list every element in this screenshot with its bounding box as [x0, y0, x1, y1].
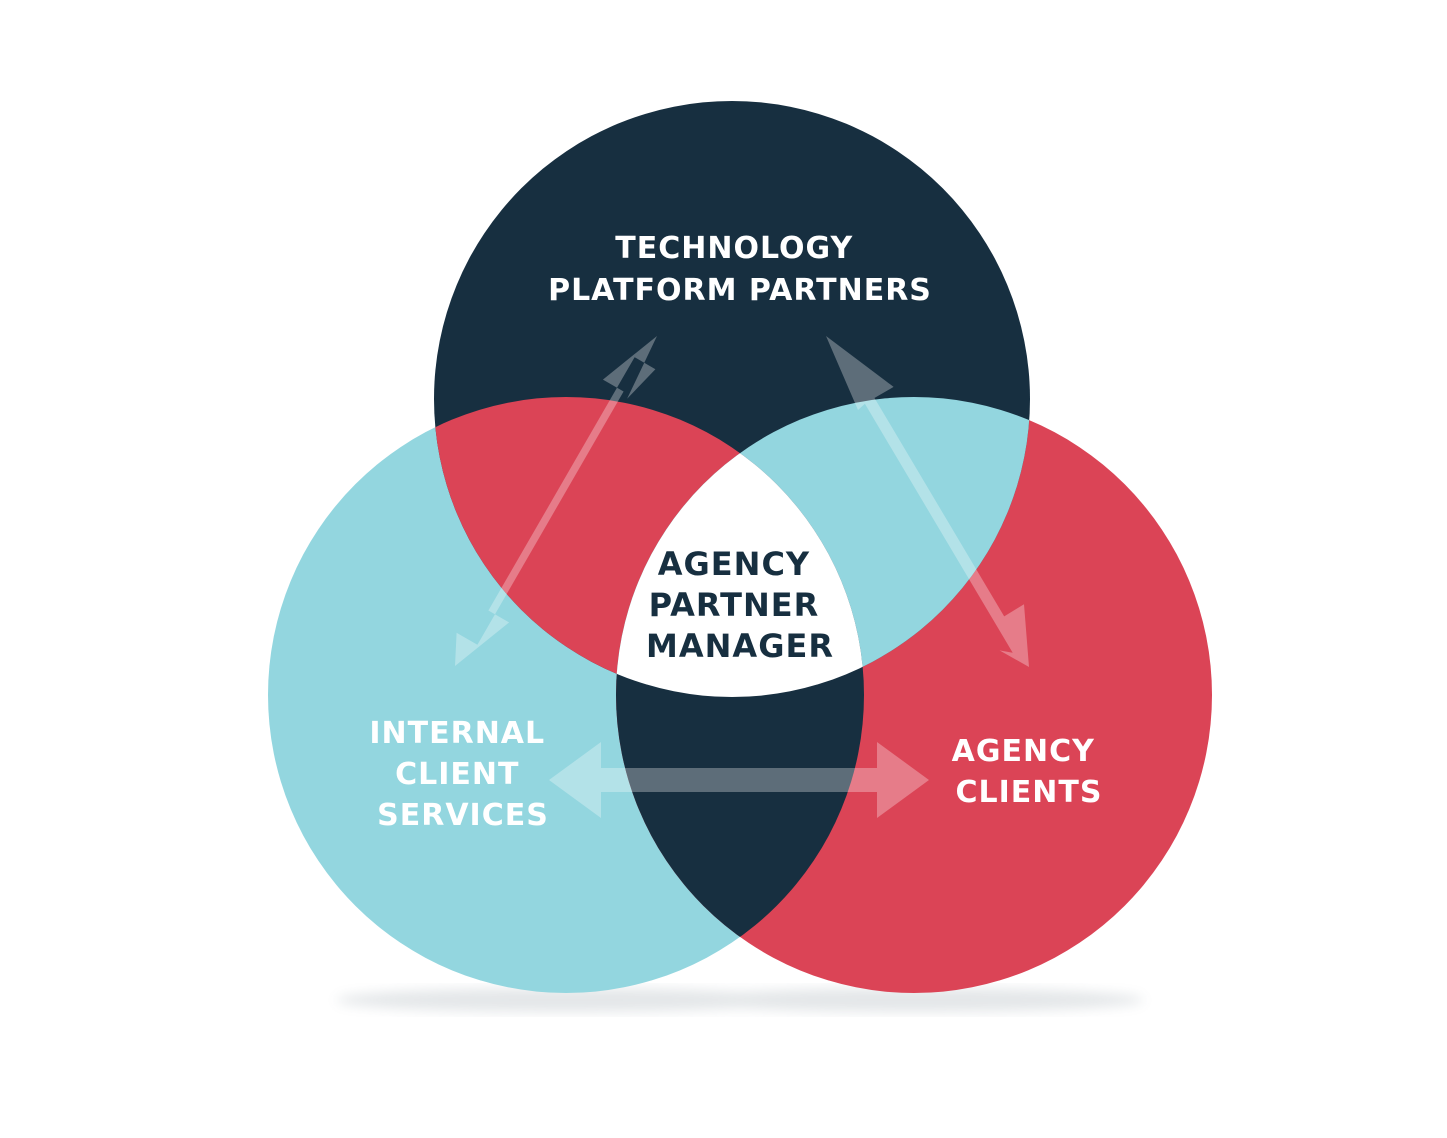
arrow-top-left — [455, 336, 657, 666]
arrow-bottom — [549, 742, 929, 818]
label-line: SERVICES — [377, 798, 549, 833]
circle-shadows — [336, 988, 1144, 1012]
center-overlap — [616, 397, 864, 697]
label-line: CLIENT — [395, 757, 519, 792]
label-line: PLATFORM PARTNERS — [548, 273, 932, 308]
label-agency-clients: AGENCY CLIENTS — [952, 734, 1107, 810]
label-line: TECHNOLOGY — [615, 231, 853, 266]
label-agency-partner-manager: AGENCY PARTNER MANAGER — [646, 545, 834, 665]
label-line: CLIENTS — [956, 775, 1103, 810]
label-line: MANAGER — [646, 627, 834, 665]
label-internal-client-services: INTERNAL CLIENT SERVICES — [369, 716, 556, 833]
label-line: AGENCY — [952, 734, 1095, 769]
label-technology-platform-partners: TECHNOLOGY PLATFORM PARTNERS — [548, 231, 932, 308]
label-line: PARTNER — [649, 586, 820, 624]
arrow-top-right — [826, 336, 1029, 667]
label-line: AGENCY — [658, 545, 810, 583]
label-line: INTERNAL — [369, 716, 545, 751]
arrows — [455, 336, 1029, 818]
